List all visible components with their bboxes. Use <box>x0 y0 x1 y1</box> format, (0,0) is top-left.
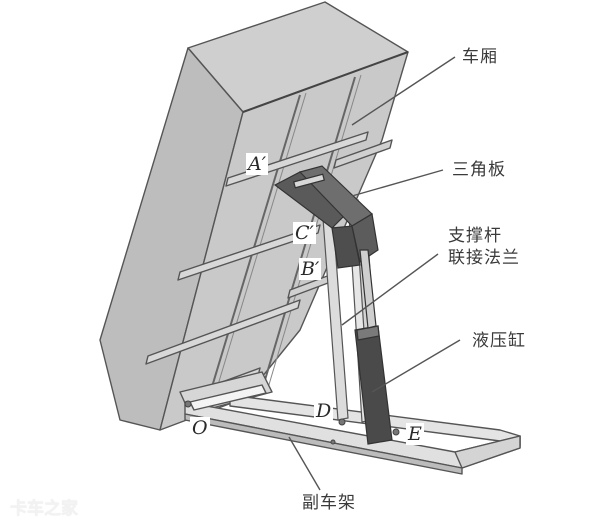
point-label-c: C′ <box>293 222 316 244</box>
label-support-rod-line1: 支撑杆 <box>448 226 502 246</box>
hydraulic-cylinder <box>354 249 393 445</box>
subframe <box>184 384 521 475</box>
triangle-plate <box>273 165 379 269</box>
point-label-o: O <box>190 417 210 439</box>
point-label-e: E <box>406 423 424 445</box>
cargo-box <box>99 1 409 431</box>
point-label-d: D <box>314 400 334 422</box>
watermark: 卡车之家 <box>10 499 78 519</box>
label-cargo-box: 车厢 <box>462 47 498 67</box>
label-support-rod-line2: 联接法兰 <box>448 248 520 268</box>
label-triangle-plate: 三角板 <box>452 160 506 180</box>
point-label-b: B′ <box>299 258 322 280</box>
leader-lines <box>288 56 461 491</box>
label-subframe: 副车架 <box>302 493 356 513</box>
point-label-a: A′ <box>246 153 269 175</box>
pivot-points <box>184 400 400 445</box>
label-hydraulic-cylinder: 液压缸 <box>472 331 526 351</box>
